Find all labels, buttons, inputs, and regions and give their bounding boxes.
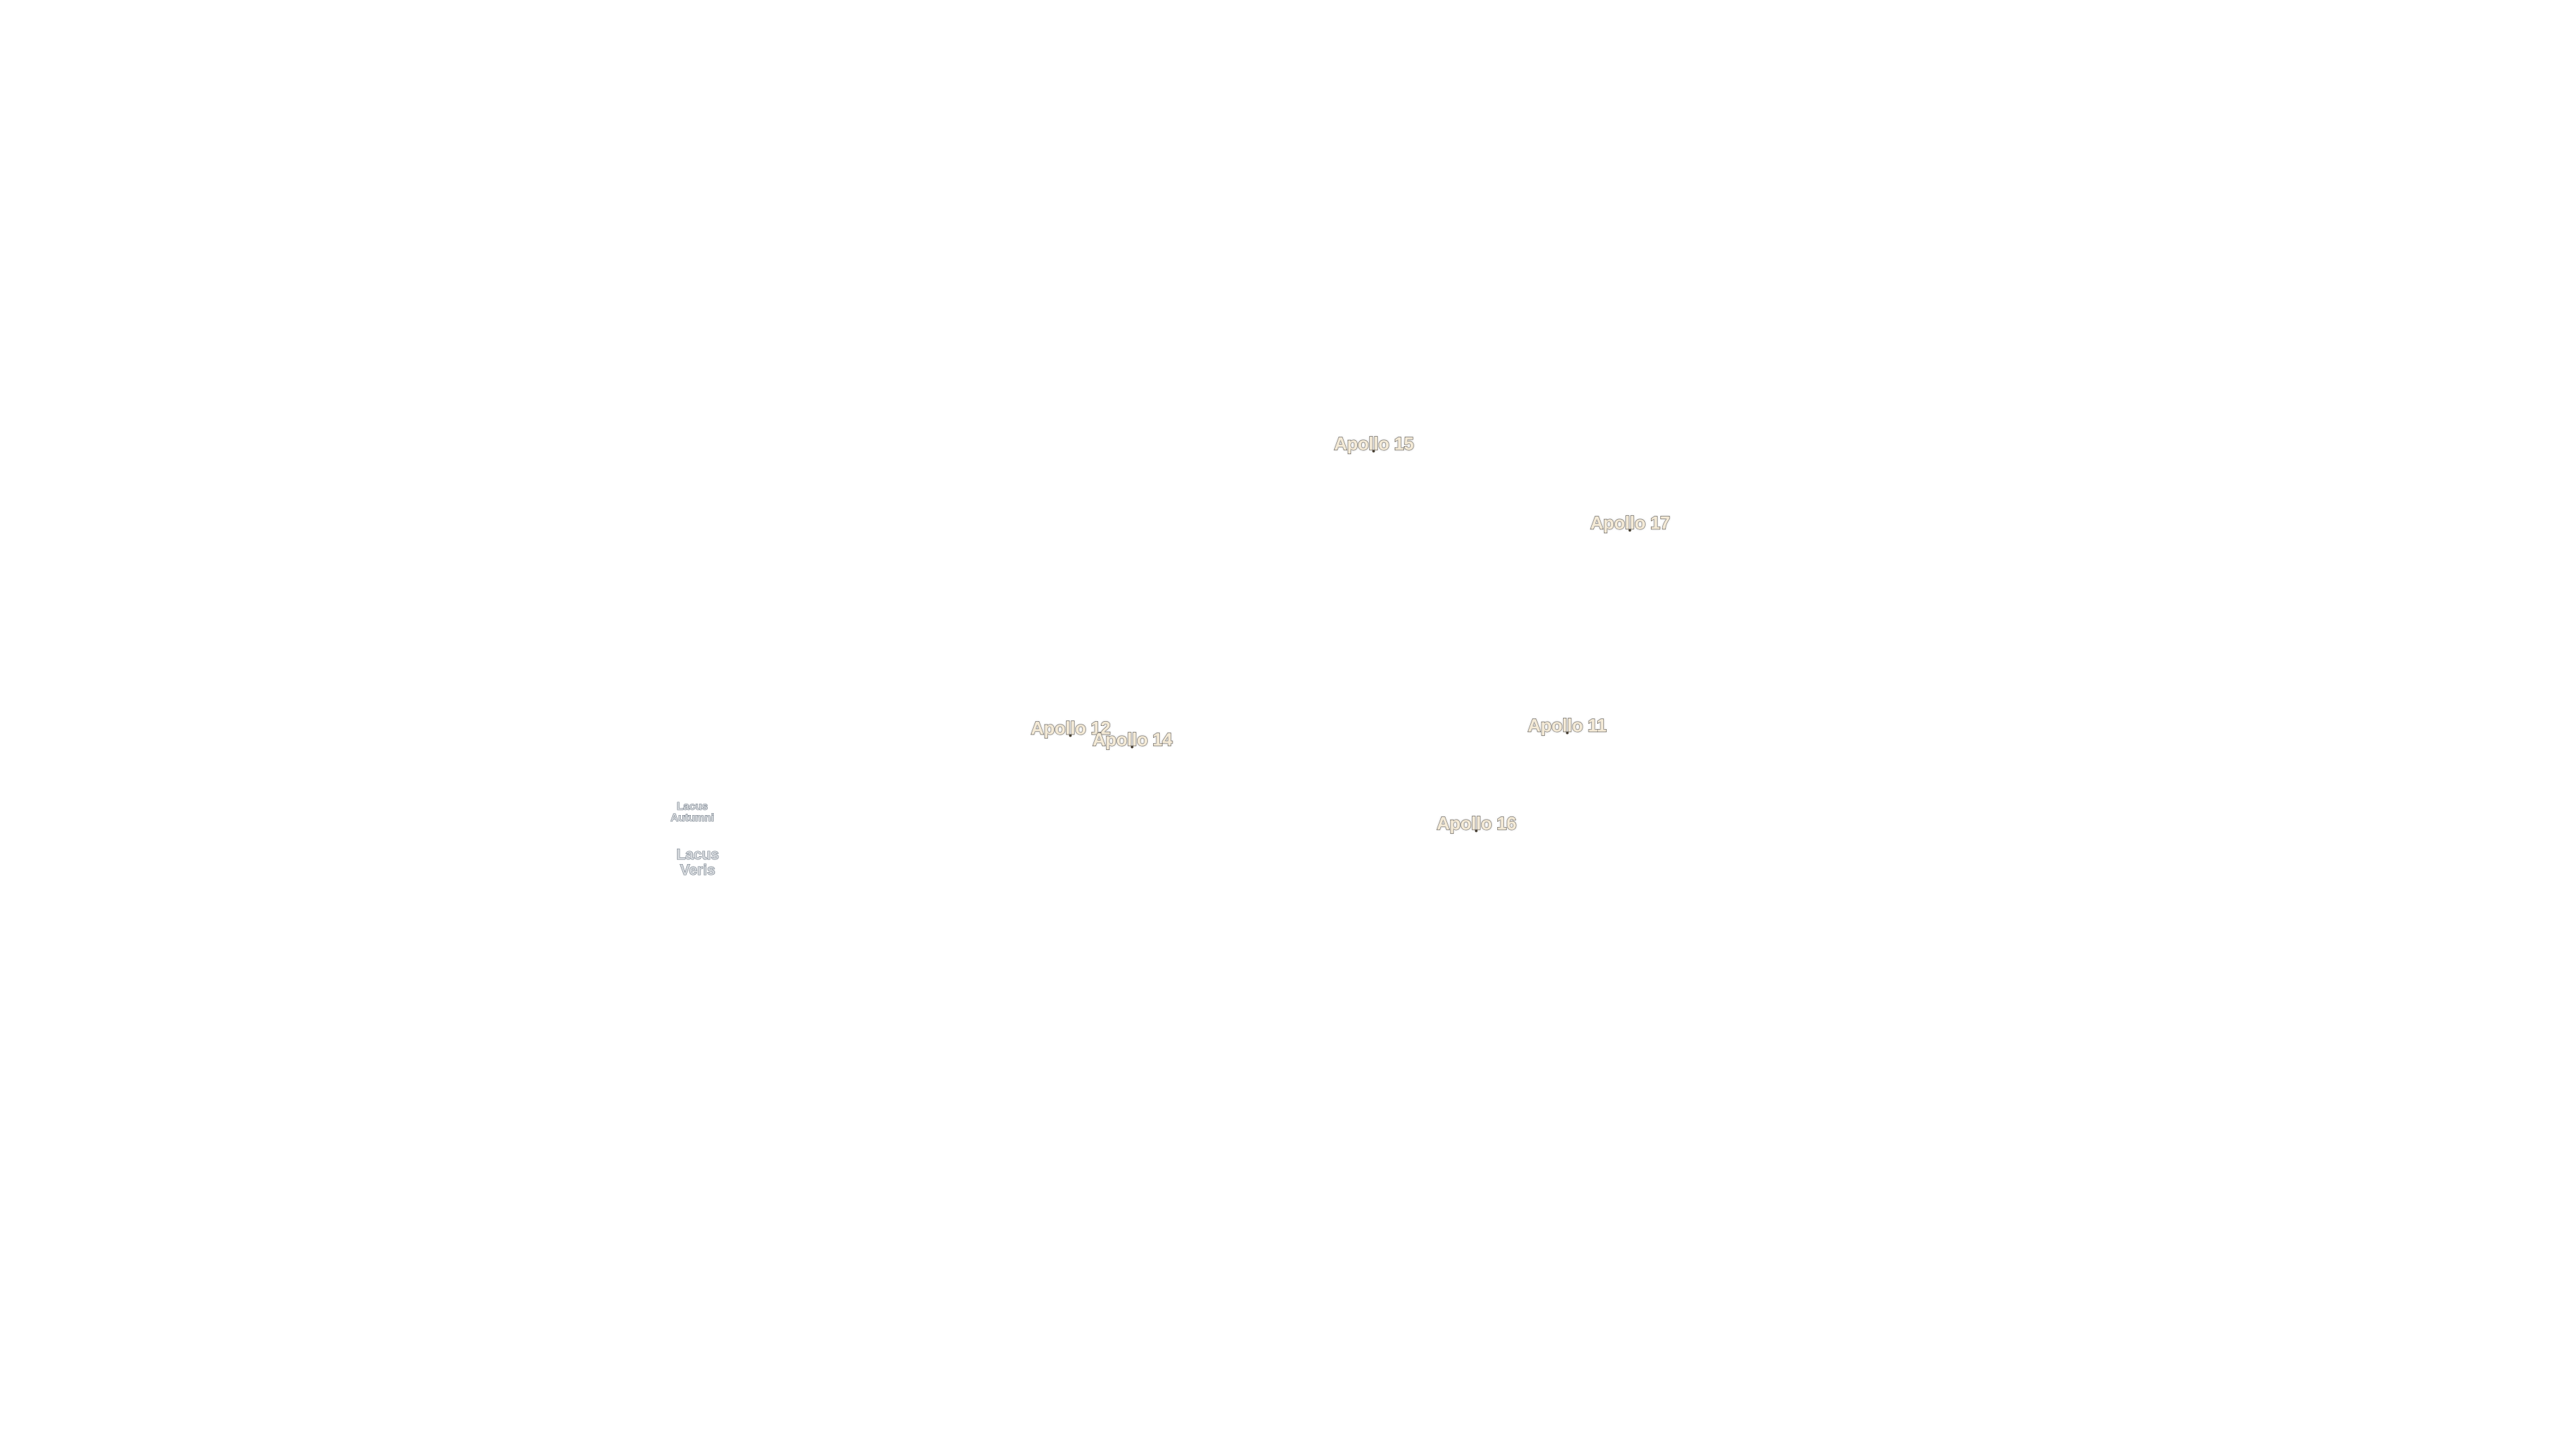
landing-site-apollo-16[interactable]: Apollo 16 [1436,814,1517,833]
landing-site-apollo-15[interactable]: Apollo 15 [1334,434,1415,453]
feature-label-line: Lacus [676,801,708,813]
landing-site-marker-icon [1069,734,1072,737]
landing-site-apollo-14[interactable]: Apollo 14 [1092,730,1173,749]
landing-site-marker-icon [1565,731,1568,735]
feature-label-line: Veris [680,861,716,878]
landing-site-marker-icon [1474,829,1478,833]
landing-site-marker-icon [1628,529,1631,532]
feature-label-lacus-autumni: Lacus Autumni [670,801,714,824]
feature-label-lacus-veris: Lacus Veris [676,845,720,878]
landing-site-marker-icon [1372,449,1375,453]
feature-label-line: Autumni [670,812,714,824]
landing-site-apollo-17[interactable]: Apollo 17 [1590,513,1671,532]
landing-site-apollo-11[interactable]: Apollo 11 [1527,716,1607,735]
landing-site-marker-icon [1130,745,1134,749]
landing-site-apollo-12[interactable]: Apollo 12 [1030,718,1112,737]
feature-label-line: Lacus [676,845,720,863]
